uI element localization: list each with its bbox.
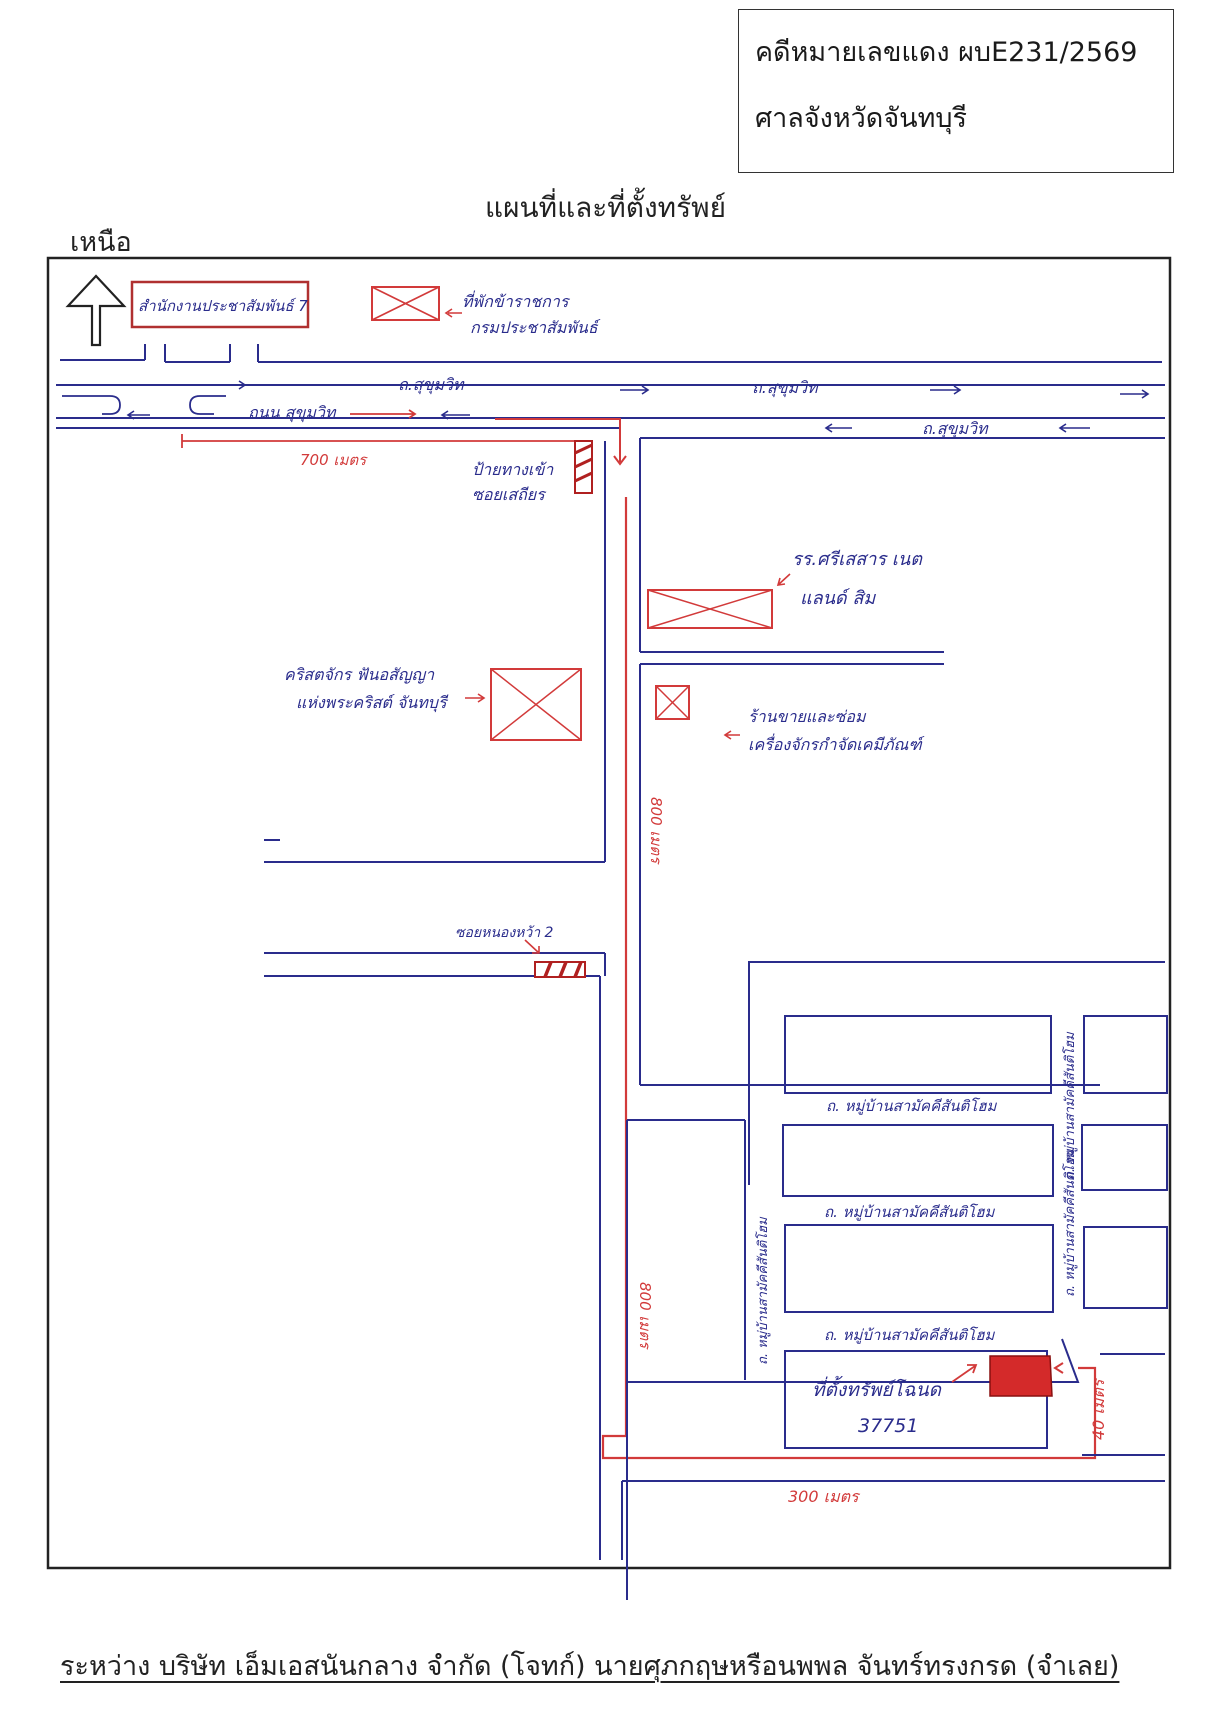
road-label-sukhumvit-4: ถ.สุขุมวิท [922, 419, 989, 439]
property-marker [989, 1355, 1053, 1397]
village-road-label-v2: ถ. หมู่บ้านสามัคคีสันติโฮม [1062, 1148, 1078, 1297]
dist-40-label: 40 เมตร [1089, 1377, 1108, 1440]
shop-label: ร้านขายและซ่อม [748, 707, 867, 726]
shop-label-2: เครื่องจักรกำจัดเคมีภัณฑ์ [748, 733, 925, 754]
office-frontage [60, 344, 1162, 363]
church-arrow-icon [465, 693, 486, 703]
sign-label-2: ซอยเสถียร [472, 485, 547, 504]
village-roads [621, 961, 1165, 1600]
left-roads [264, 441, 606, 1560]
sukhumvit-road [56, 384, 1165, 439]
village-road-label-v3: ถ. หมู่บ้านสามัคคีสันติโฮม [1062, 1031, 1078, 1180]
route-down-arrow-icon [613, 455, 627, 466]
map-frame [46, 256, 1172, 1570]
road-label-sukhumvit-3: ถนน สุขุมวิท [248, 403, 337, 423]
soi-label: ซอยหนองหว้า 2 [455, 925, 554, 941]
map-title: แผนที่และที่ตั้งทรัพย์ [485, 191, 726, 224]
property-arrow-icon [951, 1364, 978, 1383]
road-label-sukhumvit-1: ถ.สุขุมวิท [398, 375, 465, 395]
office-label: สำนักงานประชาสัมพันธ์ 7 [138, 297, 308, 315]
shop-marker [655, 685, 690, 720]
route-line [601, 497, 1097, 1460]
dist-700-line [181, 434, 578, 448]
shop-arrow-icon [723, 730, 740, 740]
village-road-label-3: ถ. หมู่บ้านสามัคคีสันติโฮม [824, 1326, 995, 1344]
road-label-sukhumvit-2: ถ.สุขุมวิท [752, 378, 819, 398]
village-road-label-2: ถ. หมู่บ้านสามัคคีสันติโฮม [824, 1203, 995, 1221]
case-info-box: คดีหมายเลขแดง ผบE231/2569 ศาลจังหวัดจันท… [738, 9, 1174, 173]
case-number: คดีหมายเลขแดง ผบE231/2569 [755, 37, 1138, 68]
north-label: เหนือ [70, 227, 132, 258]
church-label-2: แห่งพระคริสต์ จันทบุรี [296, 693, 449, 713]
soi-right [639, 438, 1100, 1086]
property-deed-number: 37751 [858, 1415, 918, 1437]
parties-text: ระหว่าง บริษัท เอ็มเอสนันกลาง จำกัด (โจท… [60, 1651, 1120, 1682]
school-label: รร.ศรีเสสาร เนต [792, 549, 923, 570]
village-road-label-1: ถ. หมู่บ้านสามัคคีสันติโฮม [826, 1097, 997, 1115]
u-turn-icon [62, 395, 121, 415]
soi-arrow-icon [524, 939, 540, 954]
arrow-left-icon [444, 308, 462, 318]
sign-label: ป้ายทางเข้า [472, 460, 554, 479]
school-arrow-icon [776, 573, 791, 586]
school-label-2: แลนด์ สิม [800, 588, 876, 609]
route-entry [495, 418, 621, 462]
entry-sign [574, 440, 593, 494]
dist-700-label: 700 เมตร [300, 451, 368, 469]
property-label: ที่ตั้งทรัพย์โฉนด [812, 1375, 943, 1401]
north-arrow-icon [65, 274, 127, 347]
soi-sign [534, 961, 586, 978]
church-marker [490, 668, 582, 741]
u-turn-icon-2 [189, 395, 226, 415]
dist-800-label-a: 800 เมตร [647, 797, 665, 865]
village-road-label-v1: ถ. หมู่บ้านสามัคคีสันติโฮม [755, 1216, 771, 1365]
church-label: คริสตจักร ฟันอสัญญา [284, 665, 435, 684]
school-marker [647, 589, 773, 629]
traffic-arrows [126, 380, 1150, 433]
public-housing-label: ที่พักข้าราชการ [462, 290, 571, 311]
dist-300-label: 300 เมตร [788, 1487, 861, 1506]
dist-800-label-b: 800 เมตร [636, 1282, 654, 1350]
village-blocks [782, 1015, 1168, 1449]
route-arrow-icon [350, 409, 417, 419]
public-housing-marker [371, 286, 440, 321]
office-building [130, 280, 310, 329]
parties-line: ระหว่าง บริษัท เอ็มเอสนันกลาง จำกัด (โจท… [60, 1644, 1119, 1687]
route-end-arrow-icon [1053, 1362, 1064, 1374]
court-name: ศาลจังหวัดจันทบุรี [755, 103, 968, 134]
public-housing-label-2: กรมประชาสัมพันธ์ [470, 318, 601, 337]
